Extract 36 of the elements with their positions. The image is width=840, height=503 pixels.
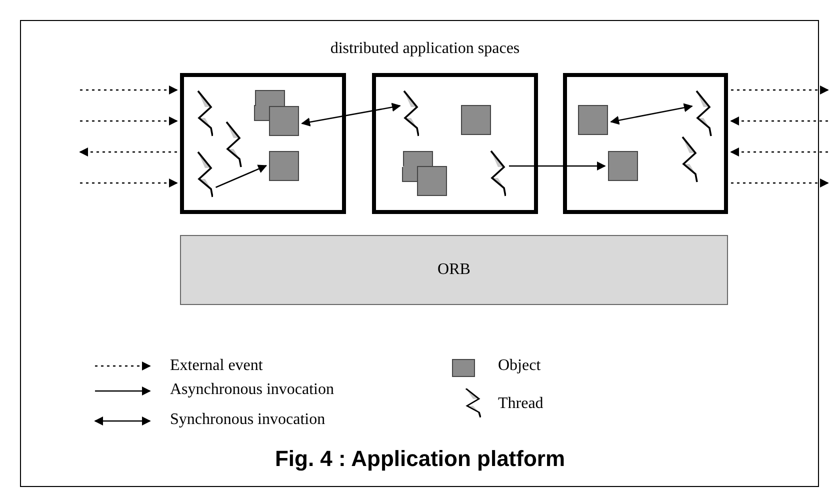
heading-label: distributed application spaces — [329, 40, 521, 58]
object-square — [269, 151, 299, 181]
object-square — [417, 166, 447, 196]
arrow — [610, 103, 693, 125]
thread-icon — [403, 90, 419, 137]
dotted-arrow — [730, 148, 828, 156]
dotted-arrow — [730, 116, 828, 126]
thread-icon — [197, 151, 213, 198]
thread-icon — [695, 90, 712, 137]
dotted-arrow — [731, 178, 829, 188]
legend-label: Thread — [498, 395, 544, 413]
thread-icon — [681, 136, 698, 183]
arrow — [301, 102, 401, 126]
thread-icon — [197, 90, 213, 137]
arrow — [509, 162, 606, 170]
dotted-arrow — [731, 86, 829, 94]
legend-label: Synchronous invocation — [170, 411, 326, 429]
dotted-arrow — [80, 178, 178, 188]
object-square — [608, 151, 638, 181]
application-space-box — [180, 73, 346, 214]
dotted-arrow — [80, 86, 178, 94]
orb-bar: ORB — [180, 235, 728, 305]
thread-icon — [225, 121, 242, 168]
object-square — [461, 105, 491, 135]
legend-label: Object — [498, 357, 541, 375]
application-space-box — [563, 73, 728, 214]
object-square — [269, 106, 299, 136]
dotted-arrow — [80, 116, 178, 126]
legend-label: External event — [170, 357, 263, 375]
thread-icon — [490, 150, 506, 197]
arrow — [216, 164, 268, 188]
dotted-arrow — [79, 148, 177, 156]
object-square — [578, 105, 608, 135]
legend-label: Asynchronous invocation — [170, 381, 334, 399]
application-space-box — [372, 73, 538, 214]
figure-caption: Fig. 4 : Application platform — [274, 446, 566, 472]
